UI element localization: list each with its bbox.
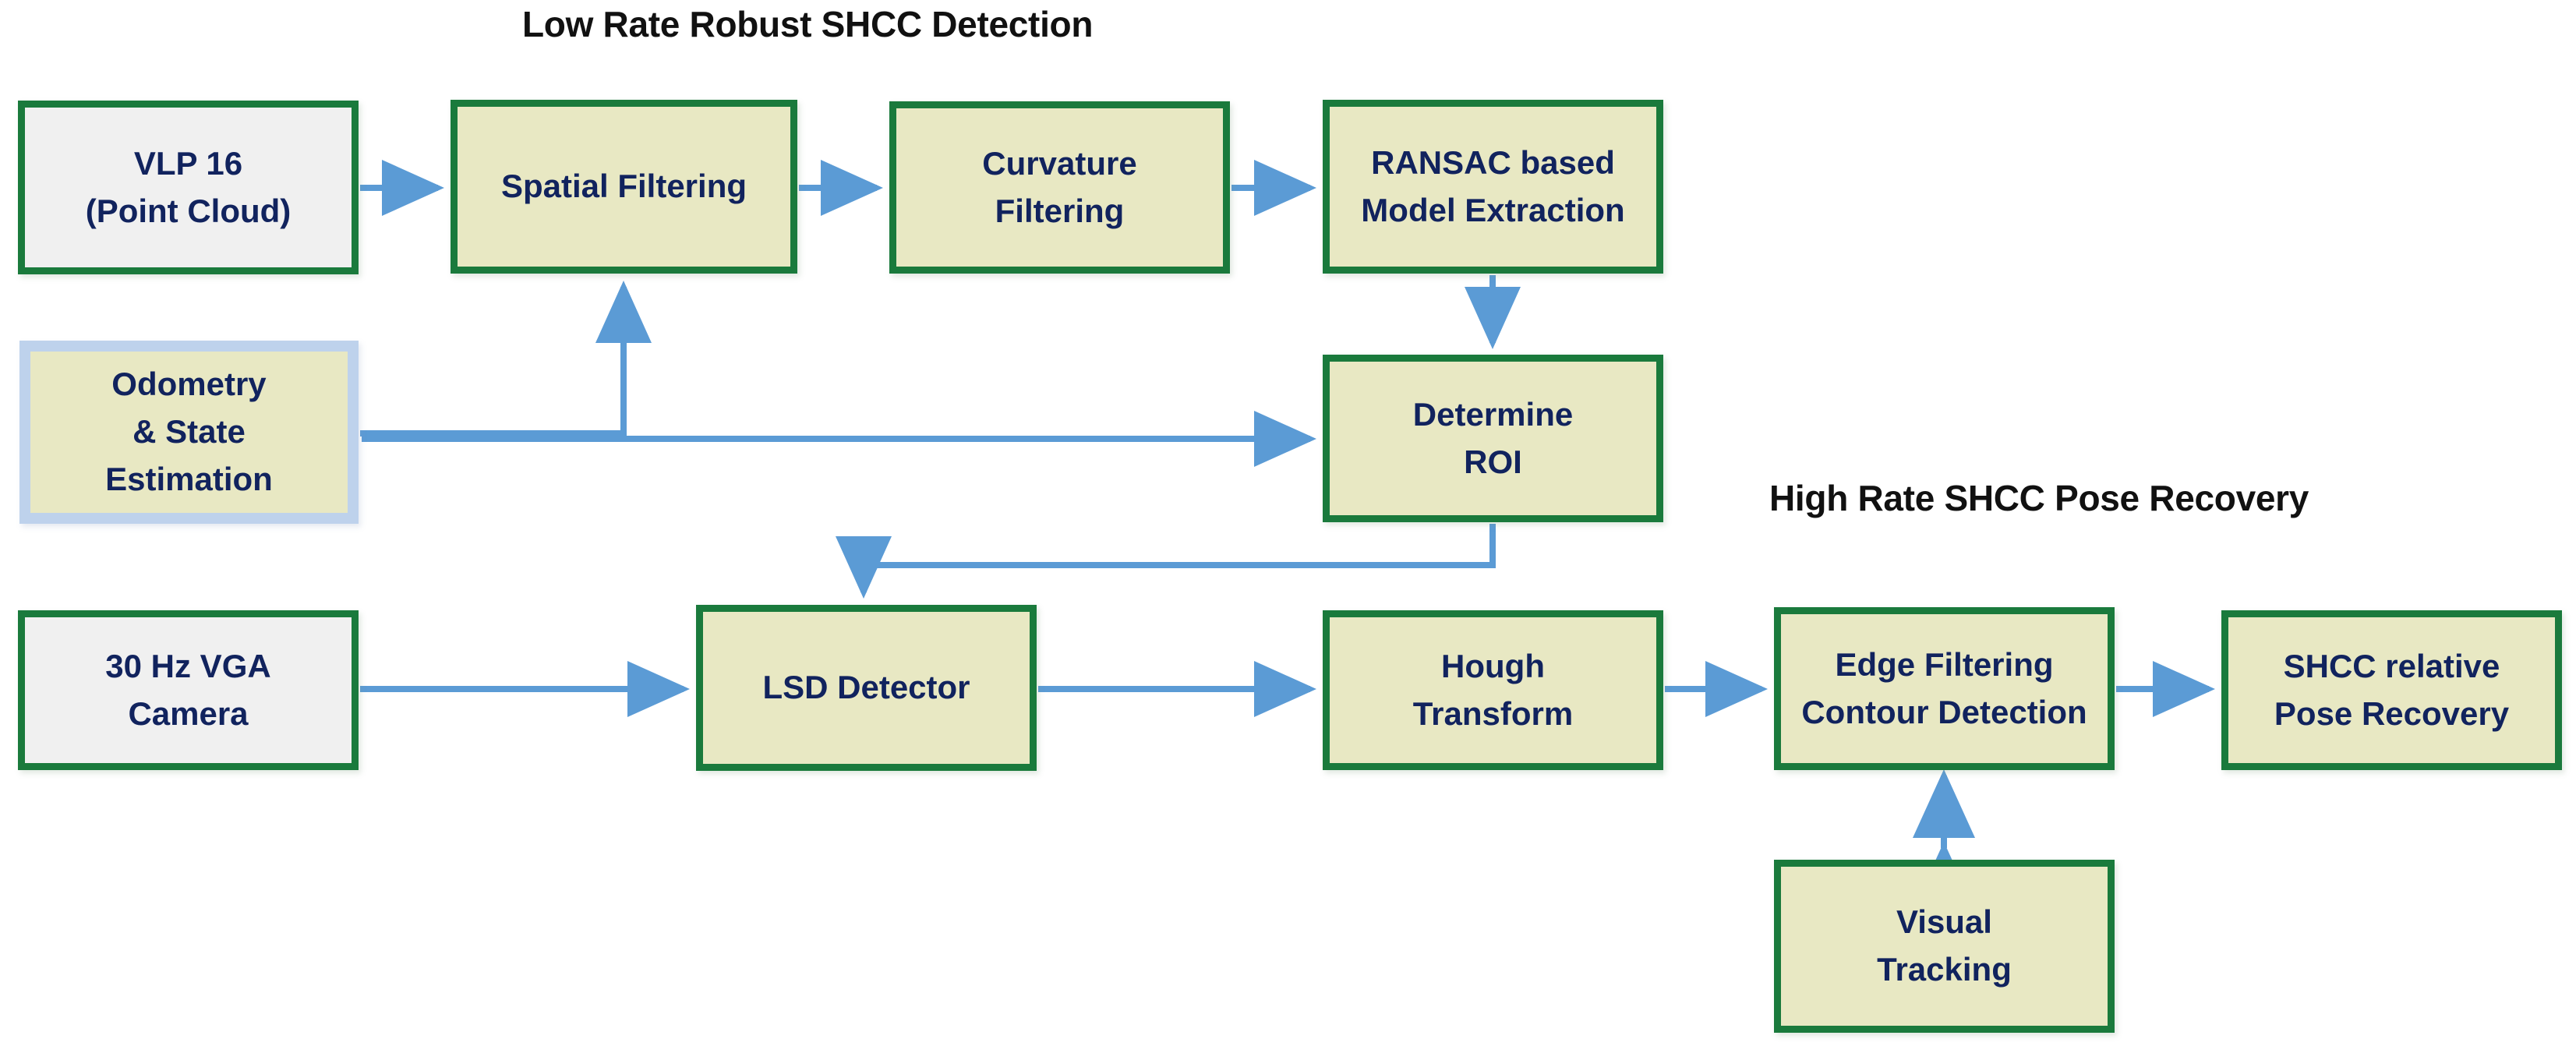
edge-odom-to-spatial	[360, 281, 652, 436]
node-spatial-filtering[interactable]: Spatial Filtering	[451, 100, 797, 274]
node-vlp16[interactable]: VLP 16(Point Cloud)	[18, 101, 359, 274]
edge-roi-to-lsd	[836, 524, 1496, 599]
node-lsd-detector[interactable]: LSD Detector	[696, 605, 1037, 771]
node-vlp16-label: VLP 16(Point Cloud)	[85, 144, 292, 229]
section-title-high-rate: High Rate SHCC Pose Recovery	[1769, 478, 2309, 518]
node-spatial-filtering-label: Spatial Filtering	[500, 168, 747, 205]
node-lsd-detector-label: LSD Detector	[762, 669, 970, 706]
section-title-low-rate: Low Rate Robust SHCC Detection	[522, 4, 1094, 44]
